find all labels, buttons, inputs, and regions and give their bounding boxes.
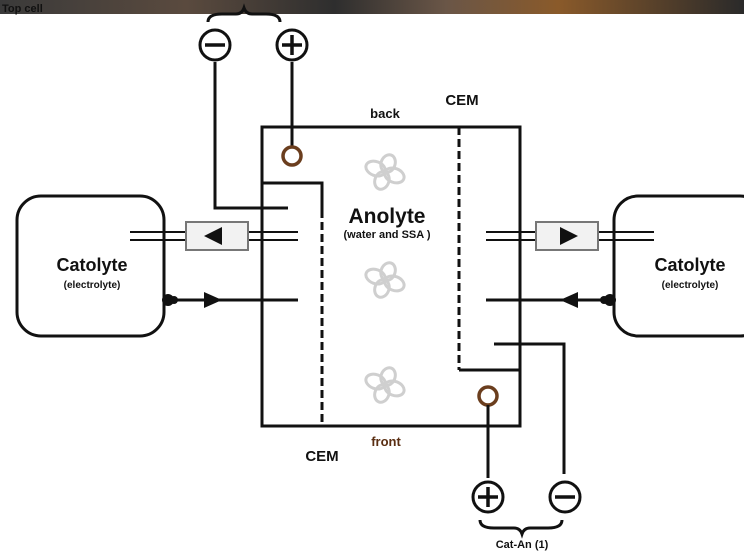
top-caption: Top cell: [2, 3, 43, 15]
left-electrode: [262, 183, 322, 210]
cem-label-top: CEM: [445, 92, 478, 109]
top-electrode-port: [283, 147, 301, 165]
wire-negative-bottom: [494, 344, 564, 474]
back-label: back: [370, 106, 400, 121]
bottom-terminals-caption: Cat-An (1): [496, 539, 549, 551]
impeller-icon-middle: [360, 256, 410, 304]
wire-negative-top: [215, 62, 288, 208]
top-negative-terminal: [200, 30, 230, 60]
bottom-electrode-port: [479, 387, 497, 405]
right-tank-subtitle: (electrolyte): [662, 280, 719, 291]
right-tank-title: Catolyte: [654, 255, 725, 275]
bottom-negative-terminal: [550, 482, 580, 512]
cem-label-bottom: CEM: [305, 448, 338, 465]
impeller-icon-top: [360, 148, 410, 196]
right-lower-pipe: [486, 292, 616, 308]
left-tank-title: Catolyte: [56, 255, 127, 275]
left-pump-icon: [186, 222, 248, 250]
top-positive-terminal: [277, 30, 307, 60]
right-pump-icon: [536, 222, 598, 250]
left-tank-subtitle: (electrolyte): [64, 280, 121, 291]
bottom-positive-terminal: [473, 482, 503, 512]
front-label: front: [371, 434, 401, 449]
impeller-icon-bottom: [360, 361, 410, 409]
anolyte-subtitle: (water and SSA ): [344, 229, 431, 241]
bottom-terminals-brace: [480, 520, 562, 534]
left-lower-pipe: [162, 292, 298, 308]
top-terminals-brace: [208, 8, 280, 22]
anolyte-title: Anolyte: [348, 205, 425, 228]
